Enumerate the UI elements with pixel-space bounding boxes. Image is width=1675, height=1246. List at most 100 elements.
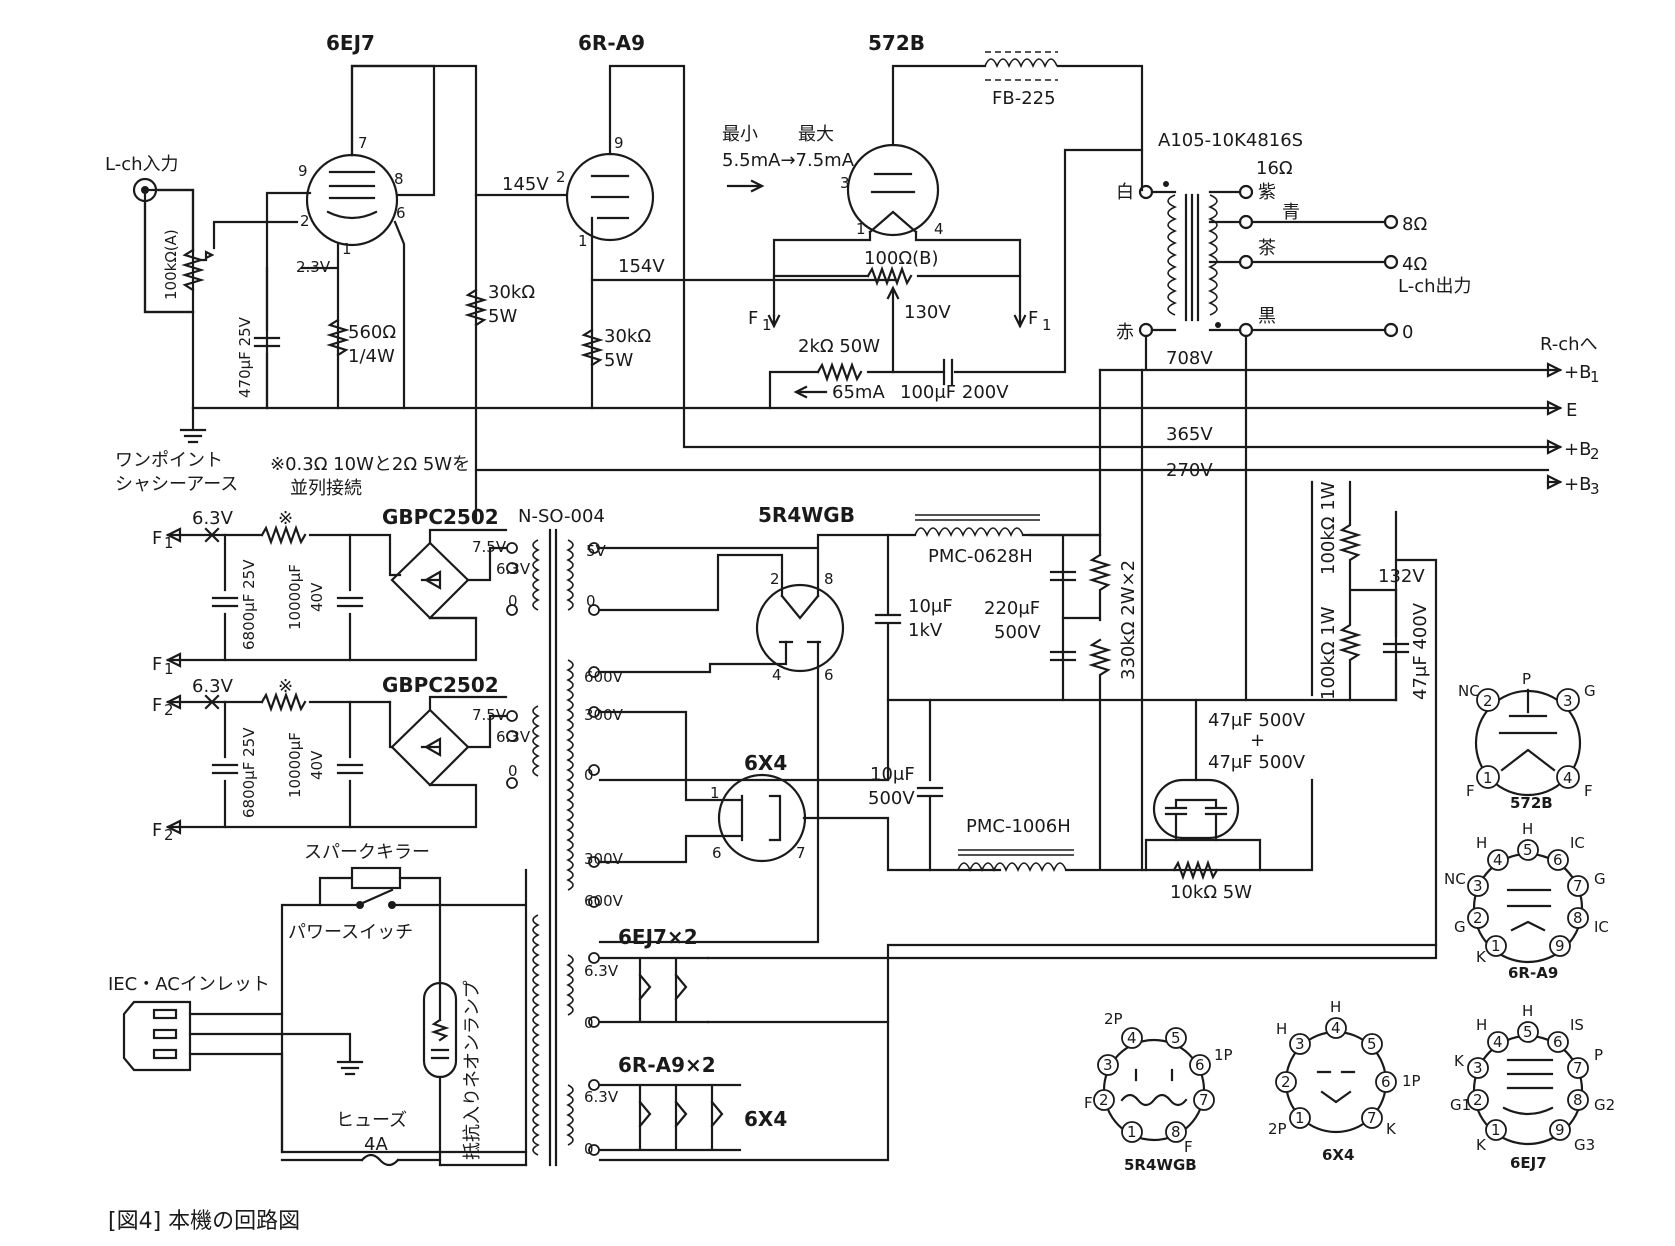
pin-6ej7-8: 8 (394, 170, 404, 188)
tube-5r4wgb (755, 583, 845, 673)
b6ra9-n5: 5 (1523, 841, 1533, 859)
heater-supply-1 (165, 524, 512, 668)
heater-supply-2 (165, 691, 512, 835)
rch-label: R-chへ (1540, 334, 1598, 355)
pin-6ej7-1: 1 (342, 240, 352, 258)
b6ej7-n5: 5 (1523, 1023, 1533, 1041)
F1p-sub: 1 (164, 660, 174, 678)
kuro-label: 黒 (1258, 306, 1276, 327)
pin-5r4-8: 8 (824, 570, 834, 588)
base572-name: 572B (1510, 794, 1553, 812)
v708-label: 708V (1166, 348, 1213, 369)
tube-6ra9 (565, 152, 655, 242)
base6ra9-name: 6R-A9 (1508, 964, 1558, 982)
F1-label: F (152, 528, 162, 549)
b6ej7-k1: K (1454, 1052, 1465, 1070)
f1-sub: 1 (762, 316, 772, 334)
pin-572-4: 4 (934, 220, 944, 238)
pin-6ej7-6: 6 (396, 204, 406, 222)
h6ra9-label: 6R-A9×2 (618, 1053, 716, 1077)
c10d: 500V (868, 788, 915, 809)
b6x4-n7: 7 (1367, 1109, 1377, 1127)
base572-n4: 4 (1563, 769, 1573, 787)
pin-6ra9-2: 2 (556, 168, 566, 186)
t0c: 0 (508, 762, 518, 780)
b6ra9-k: K (1476, 948, 1487, 966)
c10b: 1kV (908, 620, 943, 641)
vr-label: 100kΩ(A) (162, 229, 180, 300)
iec-inlet (122, 1000, 192, 1072)
note-1: ※0.3Ω 10Wと2Ω 5Wを (270, 454, 470, 475)
F1-sub: 1 (164, 534, 174, 552)
b6ra9-n3: 3 (1473, 877, 1483, 895)
b5r4-n7: 7 (1199, 1091, 1209, 1109)
o8-label: 8Ω (1402, 214, 1427, 235)
c47-label: 47μF 400V (1410, 602, 1431, 700)
b3-label: +B (1564, 474, 1591, 495)
b6ra9-n9: 9 (1555, 937, 1565, 955)
r10k-label: 10kΩ 5W (1170, 882, 1252, 903)
min-label: 最小 (722, 124, 758, 145)
base572-n2: 2 (1483, 692, 1493, 710)
r2k-label: 2kΩ 50W (798, 336, 880, 357)
c100-label: 100μF 200V (900, 382, 1009, 403)
t300a: 300V (584, 706, 624, 724)
h6ej7-label: 6EJ7×2 (618, 925, 698, 949)
b5r4-n6: 6 (1195, 1056, 1205, 1074)
pin-6x4-6: 6 (712, 844, 722, 862)
r30-b: 5W (488, 306, 517, 327)
t63b: 6.3V (496, 728, 531, 746)
c10000a-label: 10000μF (286, 564, 304, 630)
v23-label: 2.3V (296, 258, 331, 276)
b6x4-n1: 1 (1295, 1109, 1305, 1127)
b5r4-f1: F (1084, 1094, 1093, 1112)
base-6ej7: 1 2 3 4 5 6 7 8 9 H IS H K P G1 G2 K G3 … (1450, 1002, 1615, 1172)
b6ra9-n4: 4 (1493, 851, 1503, 869)
pin-5r4-4: 4 (772, 666, 782, 684)
b6ej7-is: IS (1570, 1016, 1584, 1034)
r330-label: 330kΩ 2W×2 (1118, 560, 1139, 680)
r100k1: 100kΩ 1W (1318, 481, 1339, 575)
gnd-label-1: ワンポイント (115, 450, 223, 471)
b6x4-k: K (1386, 1120, 1397, 1138)
neon-label: 抵抗入りネオンランプ (462, 981, 483, 1160)
fuse-label: ヒューズ (336, 1110, 407, 1131)
t0e: 0 (584, 1014, 594, 1032)
gnd-label-2: シャシーアース (115, 474, 238, 495)
b6ra9-n1: 1 (1491, 937, 1501, 955)
fuse2-label: 4A (364, 1134, 388, 1155)
b6ej7-n7: 7 (1573, 1059, 1583, 1077)
tube-6ej7-name: 6EJ7 (326, 31, 375, 55)
b6ej7-g2: G2 (1594, 1096, 1615, 1114)
f1-label: F (748, 308, 758, 329)
b5r4-n1: 1 (1127, 1123, 1137, 1141)
b5r4-n3: 3 (1103, 1056, 1113, 1074)
iec-label: IEC・ACインレット (108, 974, 270, 995)
t0b: 0 (586, 592, 596, 610)
base5r4-name: 5R4WGB (1124, 1156, 1197, 1174)
v63b-label: 6.3V (192, 676, 234, 697)
r100k2: 100kΩ 1W (1318, 606, 1339, 700)
v154-label: 154V (618, 256, 665, 277)
c10000a2-label: 40V (308, 582, 326, 612)
b3-sub: 3 (1590, 480, 1600, 498)
fb225-label: FB-225 (992, 88, 1056, 109)
b5r4-n2: 2 (1099, 1091, 1109, 1109)
note-2: 並列接続 (290, 478, 362, 499)
base572-n3: 3 (1563, 692, 1573, 710)
b6ej7-h2: H (1522, 1002, 1533, 1020)
base572-nc: NC (1458, 682, 1480, 700)
pin-6ra9-1: 1 (578, 232, 588, 250)
b1-label: +B (1564, 362, 1591, 383)
t5v: 5V (586, 542, 607, 560)
b2-sub: 2 (1590, 445, 1600, 463)
aka-label: 赤 (1116, 322, 1134, 343)
b6ra9-g2: G (1454, 918, 1466, 936)
r30-d: 5W (604, 350, 633, 371)
c6800b-label: 6800μF 25V (240, 727, 258, 818)
pt-label: N-SO-004 (518, 506, 605, 527)
r100b-label: 100Ω(B) (864, 248, 939, 269)
base-5r4wgb: 3 4 5 6 2 7 1 8 2P 1P F F 5R4WGB (1084, 1010, 1233, 1174)
base6x4-name: 6X4 (1322, 1146, 1354, 1164)
